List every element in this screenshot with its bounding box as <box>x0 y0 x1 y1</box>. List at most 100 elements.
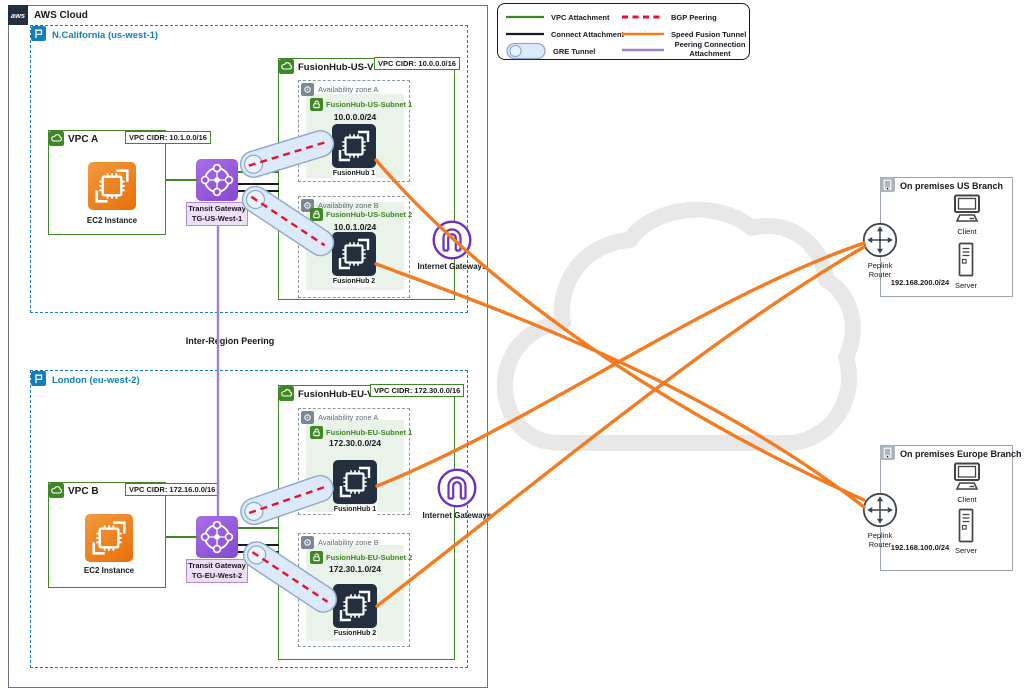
client-eu-label: Client <box>957 495 977 504</box>
us-subnet-1-label: FusionHub-US-Subnet 1 <box>326 100 413 109</box>
us-subnet-2-cidr: 10.0.1.0/24 <box>333 222 377 232</box>
fusionhub-1-eu-label: FusionHub 1 <box>333 505 377 515</box>
tgw-label-line1: Transit Gateway <box>188 561 246 570</box>
building-icon <box>880 445 895 460</box>
fusionhub-1-us-icon <box>332 124 376 168</box>
tunnel-eufh1-to-us-branch <box>375 241 866 488</box>
legend-item: BGP Peering <box>622 10 717 24</box>
eu-subnet-2-cidr: 172.30.1.0/24 <box>329 564 381 574</box>
vpc-b-cidr: VPC CIDR: 172.16.0.0/16 <box>125 483 220 496</box>
peplink-router-us-icon <box>862 222 898 258</box>
peplink-router-us-label: Peplink Router <box>858 261 902 280</box>
speed-fusion-tunnels <box>374 158 866 608</box>
ec2-instance-label: EC2 Instance <box>83 566 135 575</box>
region-us-label: N.California (us-west-1) <box>52 30 159 41</box>
transit-gateway-eu-label: Transit Gateway TG-EU-West-2 <box>186 559 248 584</box>
legend-label: VPC Attachment <box>551 12 610 22</box>
eu-az-a-label: Availability zone A <box>318 413 379 422</box>
server-icon <box>958 242 974 277</box>
availability-zone-icon <box>301 411 314 424</box>
client-computer-icon <box>954 462 980 490</box>
vpc-a-label: VPC A <box>68 134 99 145</box>
legend: VPC Attachment Connect Attachment GRE Tu… <box>497 3 750 60</box>
aws-logo: aws <box>8 5 28 25</box>
vpc-icon <box>49 483 64 498</box>
internet-cloud-shape <box>496 201 861 451</box>
transit-gateway-eu-icon <box>196 516 238 558</box>
subnet-lock-icon <box>310 208 323 221</box>
peering-connection-swatch <box>622 48 664 52</box>
vpc-b-label: VPC B <box>68 486 99 497</box>
legend-label: BGP Peering <box>671 12 717 22</box>
aws-cloud-label: AWS Cloud <box>34 10 88 21</box>
subnet-lock-icon <box>310 551 323 564</box>
peplink-router-eu-label: Peplink Router <box>858 531 902 550</box>
fusionhub-us-vpc-cidr: VPC CIDR: 10.0.0.0/16 <box>374 57 460 70</box>
subnet-lock-icon <box>310 426 323 439</box>
fusionhub-us-vpc-label: FusionHub-US-VPC <box>298 62 387 73</box>
branch-eu-subnet: 192.168.100.0/24 <box>890 543 950 552</box>
internet-gateway-eu-icon <box>437 468 477 508</box>
eu-subnet-1-label: FusionHub-EU-Subnet 1 <box>326 428 413 437</box>
fusionhub-eu-vpc-cidr: VPC CIDR: 172.30.0.0/16 <box>370 384 465 397</box>
gre-tunnel-swatch <box>506 42 546 60</box>
vpc-attachment-swatch <box>506 15 544 19</box>
tunnel-usfh2-to-eu-branch <box>374 262 866 509</box>
fusionhub-2-eu-icon <box>333 584 377 628</box>
fusionhub-1-eu-icon <box>333 460 377 504</box>
server-icon <box>958 508 974 543</box>
us-az-b-label: Availability zone B <box>318 201 379 210</box>
region-us-box <box>30 25 468 313</box>
eu-subnet-2-label: FusionHub-EU-Subnet 2 <box>326 553 413 562</box>
bgp-peering-swatch <box>622 15 664 19</box>
vpc-icon <box>279 386 294 401</box>
us-subnet-2-label: FusionHub-US-Subnet 2 <box>326 210 413 219</box>
legend-label: GRE Tunnel <box>553 46 596 56</box>
branch-eu-title: On premises Europe Branch <box>900 449 1022 459</box>
availability-zone-icon <box>301 83 314 96</box>
transit-gateway-us-icon <box>196 159 238 201</box>
region-icon-eu <box>31 371 46 386</box>
region-icon-us <box>31 26 46 41</box>
ec2-instance-label: EC2 Instance <box>86 216 138 225</box>
vpc-a-cidr: VPC CIDR: 10.1.0.0/16 <box>125 131 211 144</box>
legend-item: VPC Attachment <box>506 10 609 24</box>
vpc-icon <box>279 59 294 74</box>
vpc-attachment-lines <box>166 171 279 538</box>
client-computer-icon <box>954 194 980 222</box>
fusionhub-2-eu-label: FusionHub 2 <box>333 629 377 639</box>
branch-eu-box <box>880 445 1013 571</box>
eu-subnet-1-cidr: 172.30.0.0/24 <box>329 438 381 448</box>
router-label-line1: Peplink <box>867 531 893 540</box>
connect-attachment-swatch <box>506 32 544 36</box>
legend-item: Speed Fusion Tunnel <box>622 27 746 41</box>
peplink-router-eu-icon <box>862 492 898 528</box>
tgw-label-line2: TG-EU-West-2 <box>191 571 243 581</box>
us-az-a-box <box>298 80 410 182</box>
tunnel-usfh1-to-eu-branch <box>374 158 866 502</box>
gre-tunnel-eu-2 <box>242 541 338 613</box>
availability-zone-icon <box>301 536 314 549</box>
eu-az-b-label: Availability zone B <box>318 538 379 547</box>
tunnel-eufh2-to-us-branch <box>375 245 866 608</box>
gre-tunnel-us-2 <box>241 185 335 257</box>
legend-item: Peering Connection Attachment <box>622 40 749 60</box>
speed-fusion-swatch <box>622 32 664 36</box>
region-eu-box <box>30 370 468 668</box>
tgw-label-line2: TG-US-West-1 <box>191 214 243 224</box>
router-label-line2: Router <box>868 540 892 550</box>
legend-item: Connect Attachment <box>506 27 624 41</box>
internet-gateways-eu-label: Internet Gateways <box>422 511 492 520</box>
router-label-line1: Peplink <box>867 261 893 270</box>
branch-us-subnet: 192.168.200.0/24 <box>890 278 950 287</box>
ec2-instance-icon <box>85 514 133 562</box>
vpc-icon <box>49 131 64 146</box>
legend-item: GRE Tunnel <box>506 42 595 60</box>
inter-region-peering-label: Inter-Region Peering <box>160 336 300 346</box>
gre-tunnel-eu-1 <box>240 474 334 526</box>
us-az-a-label: Availability zone A <box>318 85 379 94</box>
subnet-lock-icon <box>310 98 323 111</box>
branch-us-title: On premises US Branch <box>900 181 1004 191</box>
